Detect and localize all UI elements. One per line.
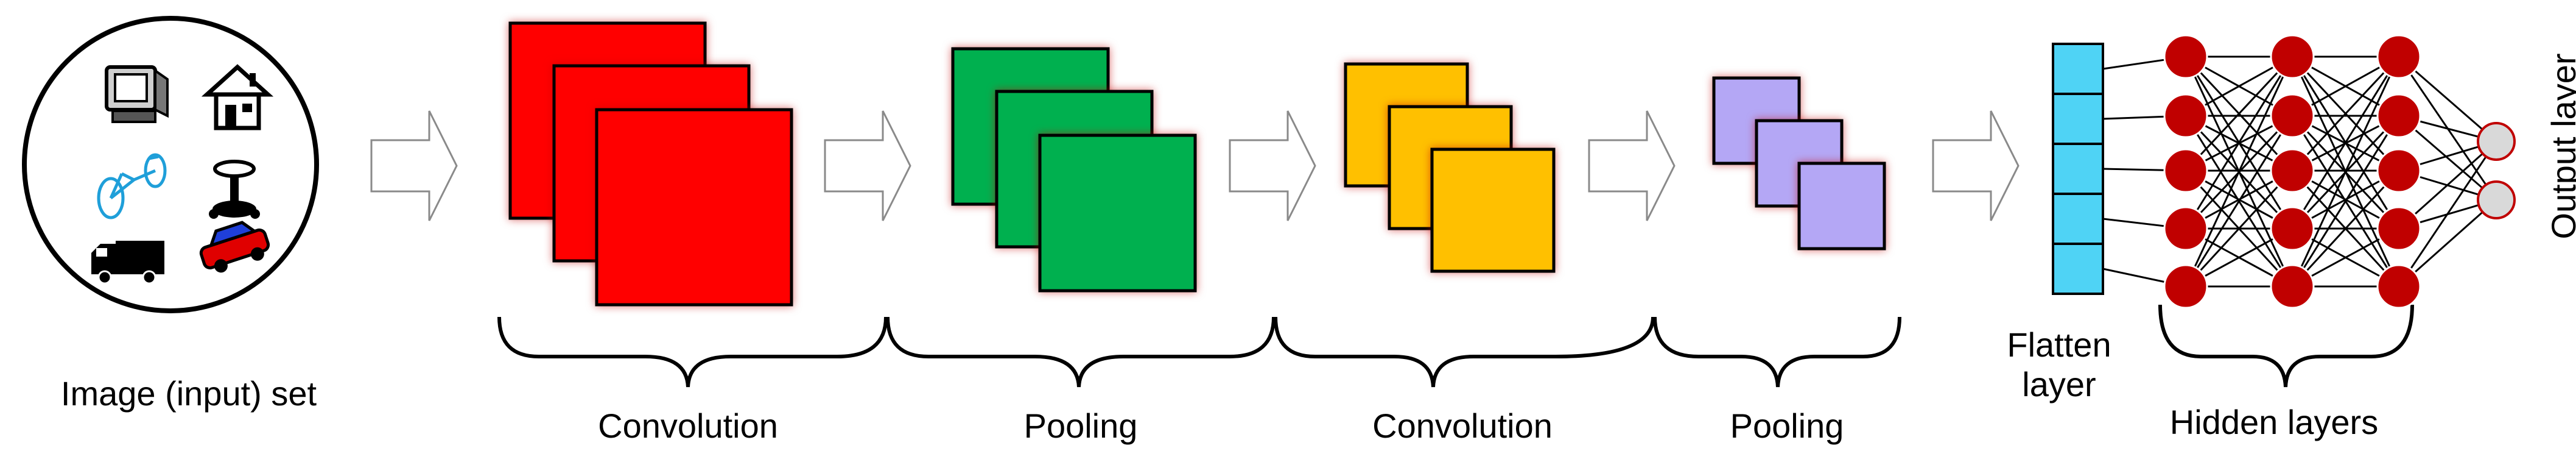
hidden-node — [2270, 206, 2315, 251]
connection-line — [2185, 115, 2293, 287]
hidden-node — [2270, 148, 2315, 193]
arrow-icon — [1229, 110, 1316, 221]
flatten-label-line1: Flatten — [2007, 325, 2111, 364]
connection-line — [2291, 115, 2400, 287]
computer-monitor-icon — [105, 65, 169, 123]
connection-line — [2185, 169, 2293, 288]
connection-line — [2291, 56, 2400, 229]
flatten-cell — [2052, 43, 2104, 95]
hidden-node — [2270, 34, 2315, 79]
feature-map — [1038, 133, 1197, 293]
input-set-label: Image (input) set — [61, 374, 317, 413]
conv2-feature-maps — [1344, 62, 1556, 273]
truck-icon — [91, 241, 164, 285]
hidden-node — [2376, 264, 2421, 309]
feature-map — [1430, 147, 1556, 273]
feature-map — [1797, 162, 1886, 251]
flatten-cell — [2052, 193, 2104, 245]
hidden-layers — [2163, 34, 2421, 309]
conv1-feature-maps — [508, 21, 793, 307]
pool1-feature-maps — [951, 47, 1197, 293]
hidden-node — [2163, 34, 2208, 79]
connection-line — [2291, 56, 2400, 287]
hidden-node — [2376, 206, 2421, 251]
arrow-icon — [370, 110, 458, 221]
connection-line — [2398, 141, 2497, 287]
input-circle — [22, 16, 319, 313]
hidden-node — [2376, 148, 2421, 193]
feature-map — [595, 108, 793, 307]
house-icon — [201, 64, 274, 130]
connection-line — [2185, 56, 2293, 229]
table-icon — [209, 160, 260, 219]
bicycle-icon — [97, 153, 167, 219]
output-layer-label: Output layer — [2544, 53, 2576, 239]
connection-line — [2291, 169, 2400, 288]
hidden-node — [2163, 148, 2208, 193]
flatten-cell — [2052, 143, 2104, 195]
connection-line — [2185, 56, 2293, 287]
hidden-node — [2163, 206, 2208, 251]
pool2-feature-maps — [1712, 76, 1886, 251]
hidden-node — [2376, 93, 2421, 138]
flatten-label-line2: layer — [2022, 365, 2096, 403]
hidden-node — [2163, 93, 2208, 138]
conv2-label: Convolution — [1372, 407, 1553, 445]
brace-pool2 — [1653, 316, 1901, 388]
pool1-label: Pooling — [1024, 407, 1138, 445]
hidden-layers-label: Hidden layers — [2170, 403, 2378, 441]
flow-arrows — [370, 110, 2020, 221]
arrow-icon — [1932, 110, 2020, 221]
flatten-layer — [2052, 43, 2104, 295]
connection-line — [2185, 55, 2293, 172]
brace-hidden — [2158, 304, 2414, 388]
pool2-label: Pooling — [1730, 407, 1844, 445]
stage-braces — [497, 304, 2414, 388]
connection-line — [2291, 55, 2400, 172]
output-node — [2477, 180, 2516, 219]
brace-pool1 — [886, 316, 1276, 388]
flatten-cell — [2052, 243, 2104, 295]
brace-conv2 — [1274, 316, 1655, 388]
flatten-cell — [2052, 93, 2104, 145]
car-icon — [199, 221, 270, 273]
brace-conv1 — [497, 316, 888, 388]
hidden-node — [2163, 264, 2208, 309]
hidden-node — [2270, 93, 2315, 138]
arrow-icon — [1588, 110, 1676, 221]
output-layer — [2477, 122, 2516, 219]
conv1-label: Convolution — [598, 407, 778, 445]
output-node — [2477, 122, 2516, 161]
hidden-node — [2376, 34, 2421, 79]
arrow-icon — [824, 110, 911, 221]
input-image-set: Image (input) set — [22, 16, 319, 413]
hidden-node — [2270, 264, 2315, 309]
